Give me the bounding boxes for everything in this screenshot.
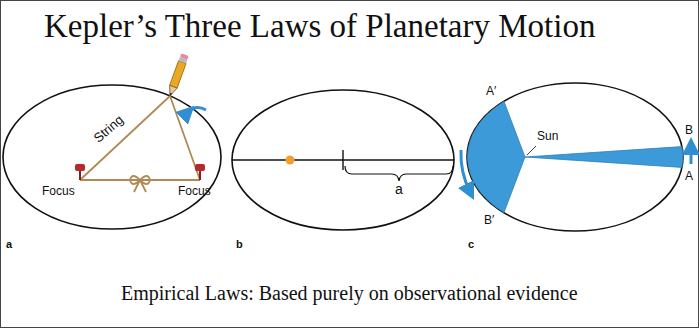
swept-area (467, 102, 525, 213)
slide-title: Kepler’s Three Laws of Planetary Motion (44, 8, 595, 46)
point-label: B (685, 124, 693, 138)
sun-label: Sun (537, 130, 558, 144)
motion-arrow (690, 146, 693, 164)
center-tick (342, 150, 343, 170)
ellipse-b (232, 90, 454, 230)
motion-arrow (461, 150, 470, 192)
focus-label: Focus (178, 185, 211, 199)
focus-dot (286, 156, 295, 165)
semi-axis-bracket (345, 166, 453, 181)
slide-caption: Empirical Laws: Based purely on observat… (121, 282, 578, 305)
semi-major-axis-label: a (395, 181, 403, 197)
point-label: A′ (486, 85, 496, 99)
focus-label: Focus (42, 185, 75, 199)
pencil (166, 53, 189, 97)
pin (195, 164, 205, 180)
motion-arrow (188, 107, 206, 112)
point-label: B′ (484, 214, 494, 228)
panel-letter: c (468, 238, 474, 251)
leader-line (527, 146, 536, 155)
swept-area (525, 147, 683, 168)
pin (75, 164, 85, 180)
string (80, 96, 200, 192)
panel-letter: b (236, 238, 243, 251)
point-label: A (685, 170, 693, 184)
ellipse-c (467, 83, 683, 231)
ellipse-a (3, 85, 221, 229)
panel-letter: a (6, 238, 12, 251)
